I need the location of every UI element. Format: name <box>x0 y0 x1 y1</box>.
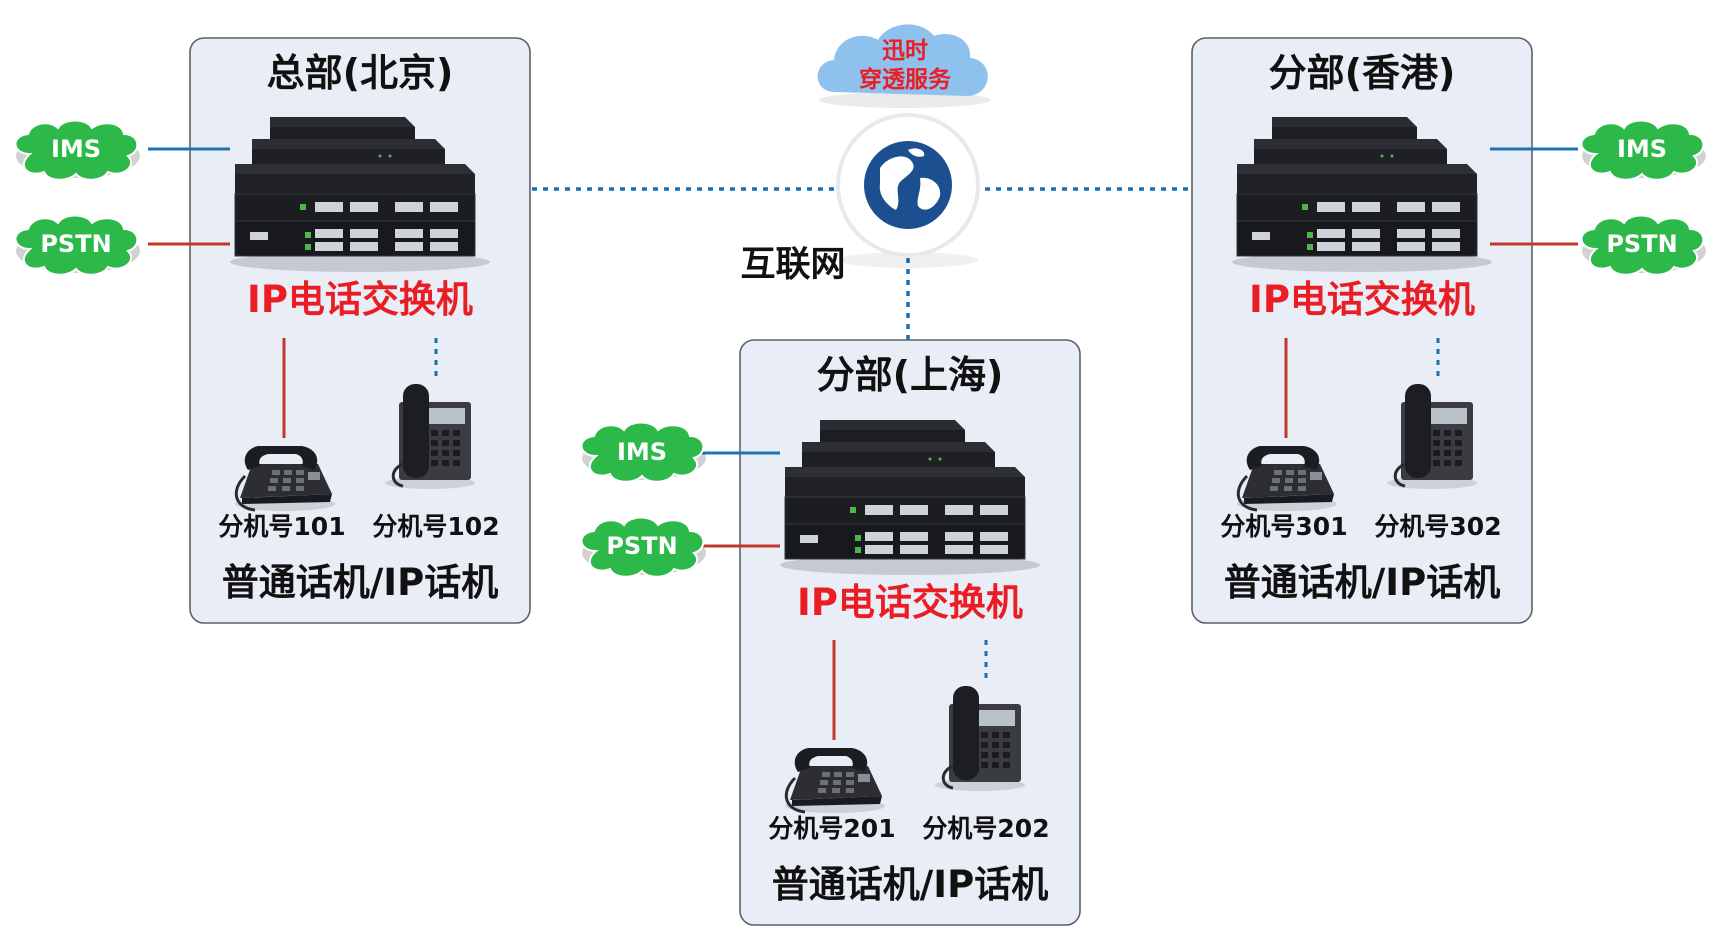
pbx-label: IP电话交换机 <box>1249 278 1475 321</box>
ims-label: IMS <box>51 135 101 163</box>
pstn-label: PSTN <box>1606 230 1677 258</box>
phones-label: 普通话机/IP话机 <box>772 863 1048 906</box>
site-title: 分部(上海) <box>817 353 1004 397</box>
site-shanghai: 分部(上海) IMS PSTN IP电话交换机 分机号201 分机号202 普通… <box>580 339 1081 926</box>
internet-label: 互联网 <box>740 245 845 285</box>
service-cloud: 迅时 穿透服务 <box>817 24 991 108</box>
site-beijing: 总部(北京) IMS PSTN IP电话交换机 分机号101 分机号102 普通… <box>14 37 531 624</box>
service-line-2: 穿透服务 <box>859 66 952 93</box>
site-title: 总部(北京) <box>267 51 454 95</box>
pbx-label: IP电话交换机 <box>247 278 473 321</box>
cloud-icon <box>817 24 988 96</box>
ims-label: IMS <box>1617 135 1667 163</box>
globe-icon <box>864 141 952 229</box>
ext-ip-label: 分机号202 <box>922 814 1049 843</box>
ext-analog-label: 分机号101 <box>218 512 345 541</box>
pstn-label: PSTN <box>40 230 111 258</box>
internet-links <box>488 187 1235 340</box>
ext-analog-label: 分机号201 <box>768 814 895 843</box>
ext-ip-label: 分机号102 <box>372 512 499 541</box>
phones-label: 普通话机/IP话机 <box>1224 561 1500 604</box>
pbx-label: IP电话交换机 <box>797 581 1023 624</box>
site-hongkong: 分部(香港) IMS PSTN IP电话交换机 分机号301 分机号302 普通… <box>1191 37 1707 624</box>
site-title: 分部(香港) <box>1269 51 1456 95</box>
ext-ip-label: 分机号302 <box>1374 512 1501 541</box>
service-line-1: 迅时 <box>882 38 928 64</box>
ims-label: IMS <box>617 438 667 466</box>
globe <box>836 113 980 268</box>
phones-label: 普通话机/IP话机 <box>222 561 498 604</box>
ext-analog-label: 分机号301 <box>1220 512 1347 541</box>
pstn-label: PSTN <box>606 532 677 560</box>
